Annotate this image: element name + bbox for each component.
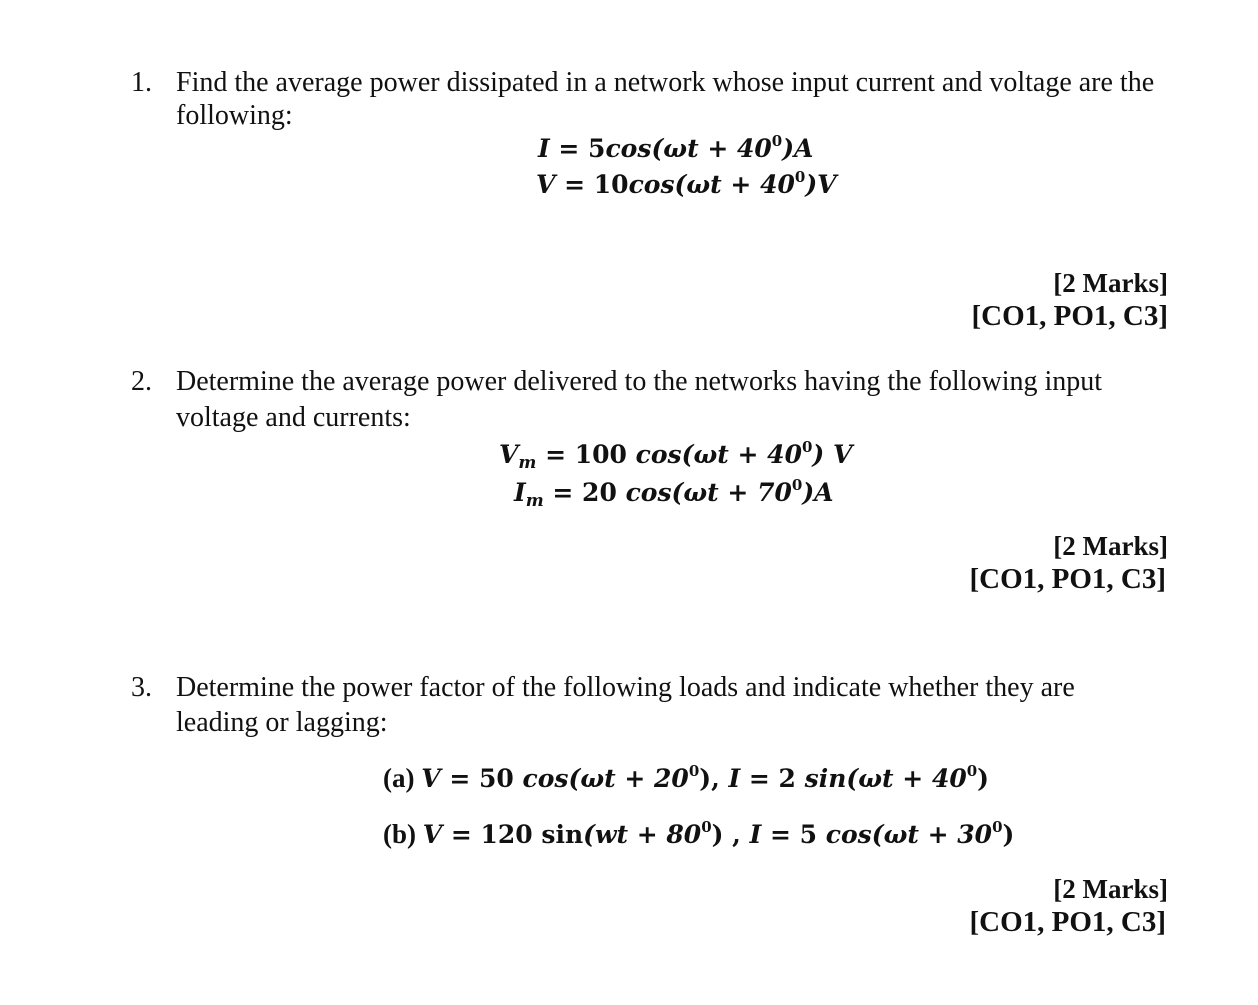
question-3-marks: [2 Marks]	[1053, 874, 1168, 904]
question-2-text-line-1: Determine the average power delivered to…	[176, 366, 1103, 397]
question-3-text-line-2: leading or lagging:	[176, 707, 388, 738]
question-3-part-a: (a) V = 50 cos(ωt + 200), I = 2 sin(ωt +…	[383, 762, 990, 793]
question-1-text-line-1: Find the average power dissipated in a n…	[176, 67, 1155, 98]
question-2-equation-current: Im = 20 cos(ωt + 700)A	[514, 476, 834, 511]
question-2-equation-voltage: Vm = 100 cos(ωt + 400) V	[499, 438, 853, 473]
question-2-marks: [2 Marks]	[1053, 531, 1168, 561]
question-2-text-line-2: voltage and currents:	[176, 402, 411, 433]
question-1-equation-current: I = 5cos(ωt + 400)A	[538, 132, 814, 164]
question-3-text-line-1: Determine the power factor of the follow…	[176, 672, 1075, 703]
question-3-number: 3.	[131, 672, 152, 703]
question-2-outcomes: [CO1, PO1, C3]	[969, 563, 1166, 595]
question-1-marks: [2 Marks]	[1053, 268, 1168, 298]
question-1-equation-voltage: V = 10cos(ωt + 400)V	[536, 168, 837, 200]
question-3-part-b: (b) V = 120 sin(wt + 800) , I = 5 cos(ωt…	[383, 818, 1015, 849]
question-1-text-line-2: following:	[176, 100, 293, 131]
question-1-number: 1.	[131, 67, 152, 98]
question-3-outcomes: [CO1, PO1, C3]	[969, 906, 1166, 938]
question-2-number: 2.	[131, 366, 152, 397]
question-1-outcomes: [CO1, PO1, C3]	[971, 300, 1168, 332]
